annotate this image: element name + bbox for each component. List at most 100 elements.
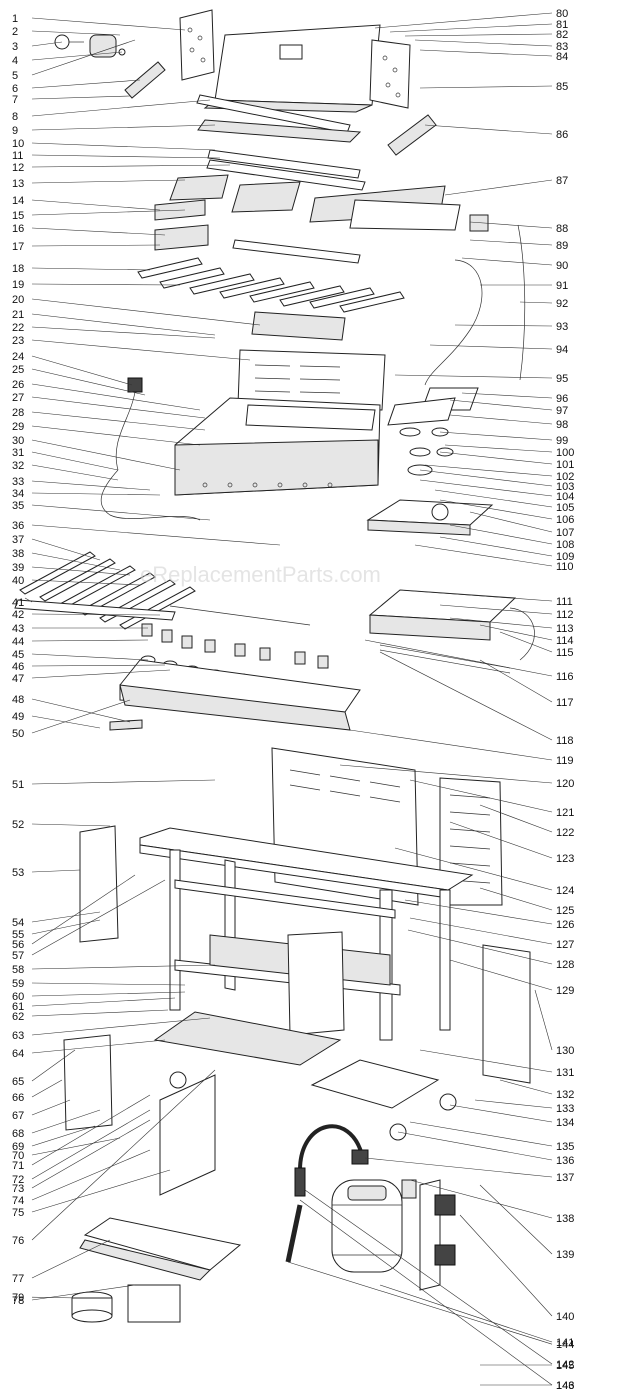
watermark: eReplacementParts.com — [140, 562, 381, 587]
callout-label: 31 — [12, 447, 24, 459]
leader-line — [31, 99, 211, 117]
callout-labels: 1234567891011121314151617181920212223242… — [12, 8, 574, 1390]
leader-line — [31, 552, 121, 571]
leader-line — [449, 617, 553, 629]
callout-label: 117 — [556, 697, 574, 709]
callout-label: 38 — [12, 548, 24, 560]
leader-line — [31, 653, 149, 661]
leader-line — [31, 313, 216, 336]
callout-label: 79 — [12, 1292, 24, 1304]
leader-line — [31, 244, 161, 247]
callout-label: 84 — [556, 51, 568, 63]
leader-line — [399, 589, 553, 602]
callout-label: 65 — [12, 1076, 24, 1088]
callout-label: 64 — [12, 1048, 24, 1060]
leader-line — [31, 480, 151, 491]
callout-label: 115 — [556, 647, 574, 659]
callout-label: 47 — [12, 673, 24, 685]
callout-label: 110 — [556, 561, 574, 573]
callout-label: 141 — [556, 1337, 574, 1349]
leader-line — [31, 164, 231, 168]
grill-parts-drawing — [14, 9, 535, 1323]
leader-line — [31, 566, 131, 576]
leader-line — [31, 919, 101, 935]
leader-line — [459, 1214, 553, 1317]
callout-label: 54 — [12, 917, 24, 929]
callout-label: 144 — [556, 1339, 574, 1351]
callout-label: 52 — [12, 819, 24, 831]
callout-label: 59 — [12, 978, 24, 990]
callout-label: 53 — [12, 867, 24, 879]
leader-line — [449, 1104, 553, 1123]
left-end-cap — [179, 9, 215, 81]
callout-label: 34 — [12, 488, 24, 500]
callout-label: 23 — [12, 335, 24, 347]
callout-label: 7 — [12, 94, 18, 106]
callout-label: 93 — [556, 321, 568, 333]
leader-line — [31, 425, 201, 446]
cart-door-right — [482, 944, 531, 1084]
leader-line — [31, 613, 161, 616]
leader-line — [31, 639, 149, 642]
callout-label: 105 — [556, 502, 574, 514]
callout-label: 83 — [556, 41, 568, 53]
callout-label: 3 — [12, 41, 18, 53]
callout-label: 35 — [12, 500, 24, 512]
tank-tray — [310, 1059, 440, 1109]
callout-label: 11 — [12, 150, 23, 162]
callout-label: 121 — [556, 807, 574, 819]
callout-label: 95 — [556, 373, 568, 385]
leader-line — [479, 659, 553, 703]
leader-line — [469, 239, 553, 246]
callout-label: 101 — [556, 459, 574, 471]
leader-line — [461, 257, 553, 266]
callout-label: 26 — [12, 379, 24, 391]
leader-line — [444, 179, 553, 196]
leader-line — [519, 301, 553, 304]
callout-label: 120 — [556, 778, 574, 790]
leader-line — [31, 1239, 111, 1279]
callout-label: 63 — [12, 1030, 24, 1042]
grill-hood — [214, 24, 381, 106]
leader-line — [31, 439, 181, 471]
leader-line — [31, 30, 121, 36]
leader-line — [31, 1099, 71, 1116]
callout-label: 77 — [12, 1273, 24, 1285]
callout-label: 55 — [12, 929, 24, 941]
callout-label: 85 — [556, 81, 568, 93]
leader-line — [454, 324, 553, 327]
leader-line — [31, 997, 176, 1007]
leader-line — [31, 383, 201, 411]
callout-label: 74 — [12, 1195, 24, 1207]
leader-line — [31, 179, 186, 184]
callout-label: 71 — [12, 1160, 24, 1172]
callout-label: 116 — [556, 671, 574, 683]
callout-label: 24 — [12, 351, 24, 363]
leader-line — [31, 199, 161, 211]
leader-line — [379, 651, 553, 741]
callout-label: 124 — [556, 885, 574, 897]
leader-line — [479, 804, 553, 833]
leader-line — [469, 221, 553, 229]
leader-line — [409, 779, 553, 813]
callout-label: 104 — [556, 491, 574, 503]
callout-label: 92 — [556, 298, 568, 310]
leader-line — [31, 1149, 151, 1201]
callout-label: 103 — [556, 481, 574, 493]
leader-line — [31, 1017, 211, 1036]
leader-line — [31, 524, 281, 546]
leader-line — [31, 911, 101, 923]
callout-label: 62 — [12, 1011, 24, 1023]
callout-label: 134 — [556, 1117, 574, 1129]
leader-line — [31, 698, 131, 723]
callout-label: 88 — [556, 223, 568, 235]
callout-label: 80 — [556, 8, 568, 20]
callout-label: 28 — [12, 407, 24, 419]
leader-line — [379, 1284, 553, 1343]
callout-label: 14 — [12, 195, 24, 207]
leader-line — [31, 664, 166, 667]
leader-line — [31, 41, 63, 47]
warming-rack — [197, 119, 362, 143]
leader-line — [439, 431, 553, 441]
grease-tray — [83, 1217, 242, 1271]
